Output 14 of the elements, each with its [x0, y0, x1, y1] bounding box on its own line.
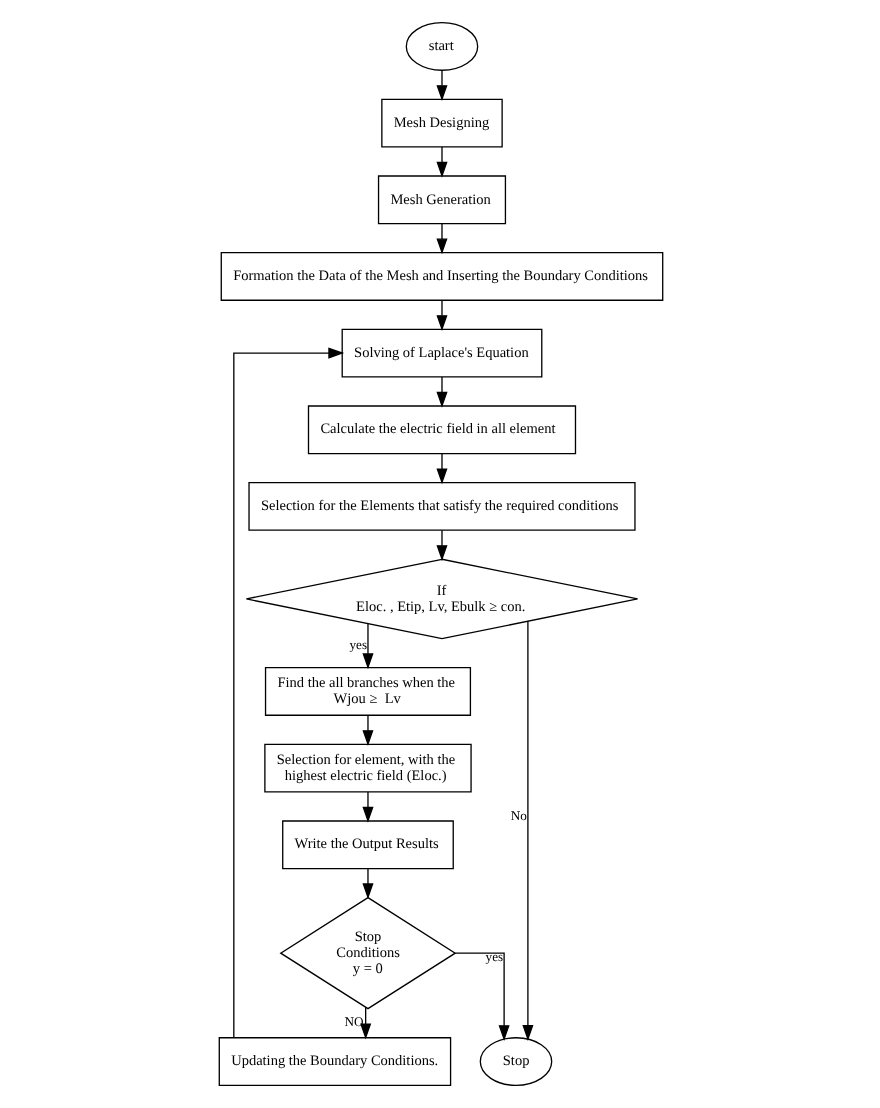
arrow — [521, 620, 533, 1041]
arrow — [361, 868, 373, 900]
arrow — [453, 952, 509, 1042]
arrow — [361, 623, 373, 670]
arrow — [435, 452, 447, 485]
arrow — [232, 347, 344, 1039]
arrow — [435, 529, 447, 562]
arrow — [435, 222, 447, 255]
arrow — [435, 146, 447, 178]
arrow — [435, 299, 447, 331]
arrow — [361, 791, 373, 823]
arrow — [435, 69, 447, 102]
arrow — [435, 376, 447, 408]
arrow — [361, 714, 373, 747]
